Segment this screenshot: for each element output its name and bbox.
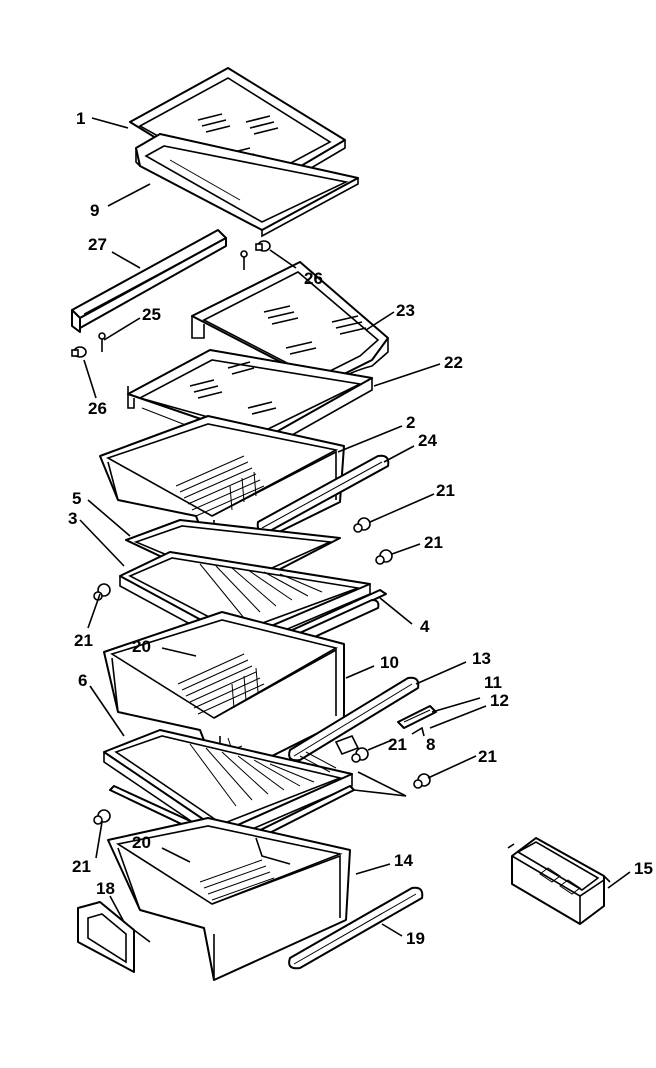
callout-13: 13	[472, 649, 491, 668]
hardware-screws-25-26	[71, 240, 271, 358]
callout-21-b: 21	[424, 533, 443, 552]
callout-25: 25	[142, 305, 161, 324]
part-15-door-bin	[507, 837, 611, 925]
part-2-crisper-drawer	[99, 415, 345, 565]
callout-15: 15	[634, 859, 653, 878]
part-6-cover-frame	[103, 729, 353, 844]
callout-3: 3	[68, 509, 77, 528]
parts-11-12-8-hardware	[334, 705, 437, 756]
part-9-shelf-frame	[135, 133, 359, 238]
callout-18: 18	[96, 879, 115, 898]
part-3-cover-frame	[119, 551, 371, 652]
callout-2: 2	[406, 413, 415, 432]
leader-lines	[79, 117, 631, 937]
part-27-trim-strip	[71, 229, 227, 333]
part-19-rail	[288, 886, 424, 970]
callout-11: 11	[484, 673, 502, 692]
callout-20-lower: 20	[132, 833, 151, 852]
callout-21-c: 21	[74, 631, 93, 650]
part-18-label-plate	[77, 901, 151, 973]
callout-21-d: 21	[388, 735, 407, 754]
callout-12: 12	[490, 691, 509, 710]
callout-22: 22	[444, 353, 463, 372]
callout-26-lower: 26	[88, 399, 107, 418]
callout-9: 9	[90, 201, 99, 220]
callout-21-a: 21	[436, 481, 455, 500]
callout-21-e: 21	[478, 747, 497, 766]
callout-1: 1	[76, 109, 85, 128]
part-14-bottom-drawer	[107, 817, 351, 981]
callout-20-upper: 20	[132, 637, 151, 656]
callout-14: 14	[394, 851, 413, 870]
callout-26-upper: 26	[304, 269, 323, 288]
callout-19: 19	[406, 929, 425, 948]
callout-5: 5	[72, 489, 81, 508]
callout-4: 4	[420, 617, 430, 636]
callout-labels: 1 9 27 26 25 26 23 22 2 24 5 21 3 21 21 …	[68, 109, 653, 948]
callout-27: 27	[88, 235, 107, 254]
callout-21-f: 21	[72, 857, 91, 876]
callout-10: 10	[380, 653, 399, 672]
callout-23: 23	[396, 301, 415, 320]
callout-6: 6	[78, 671, 87, 690]
part-13-rail	[288, 676, 420, 762]
callout-24: 24	[418, 431, 437, 450]
callout-8: 8	[426, 735, 435, 754]
